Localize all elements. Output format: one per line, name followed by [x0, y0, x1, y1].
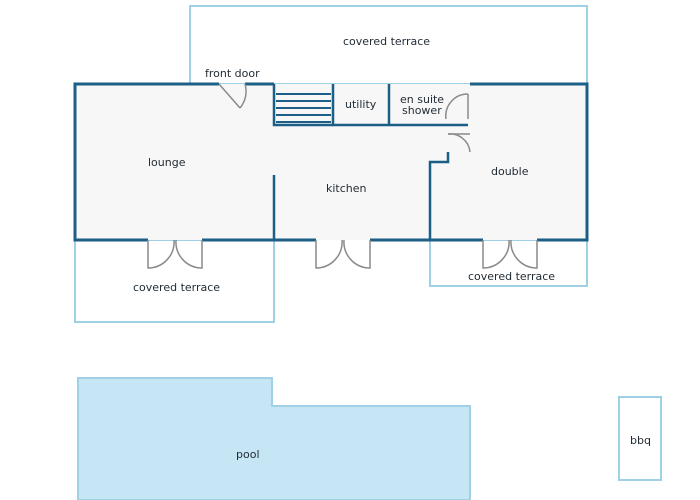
double-patio-door-icon — [482, 239, 538, 269]
label-front-door: front door — [205, 67, 260, 80]
label-shower: shower — [402, 104, 442, 117]
double-door-icon — [447, 133, 471, 153]
label-pool: pool — [236, 448, 260, 461]
label-covered-terrace-top: covered terrace — [343, 35, 431, 48]
bbq-area — [618, 396, 662, 481]
house-floor — [75, 84, 587, 240]
label-lounge: lounge — [148, 156, 186, 169]
pool-area — [77, 377, 471, 500]
label-double: double — [491, 165, 529, 178]
external-walls — [73, 82, 589, 242]
label-kitchen: kitchen — [326, 182, 367, 195]
front-door-icon — [218, 83, 247, 109]
label-utility: utility — [345, 98, 377, 111]
stairs-icon — [276, 93, 331, 123]
lounge-patio-door-icon — [147, 239, 203, 269]
label-bbq: bbq — [630, 434, 651, 447]
kitchen-patio-door-icon — [315, 239, 371, 269]
label-en-suite: en suite — [400, 93, 445, 106]
internal-walls — [272, 84, 468, 240]
label-covered-terrace-left: covered terrace — [133, 281, 221, 294]
label-covered-terrace-right: covered terrace — [468, 270, 556, 283]
ensuite-door-icon — [445, 93, 469, 120]
